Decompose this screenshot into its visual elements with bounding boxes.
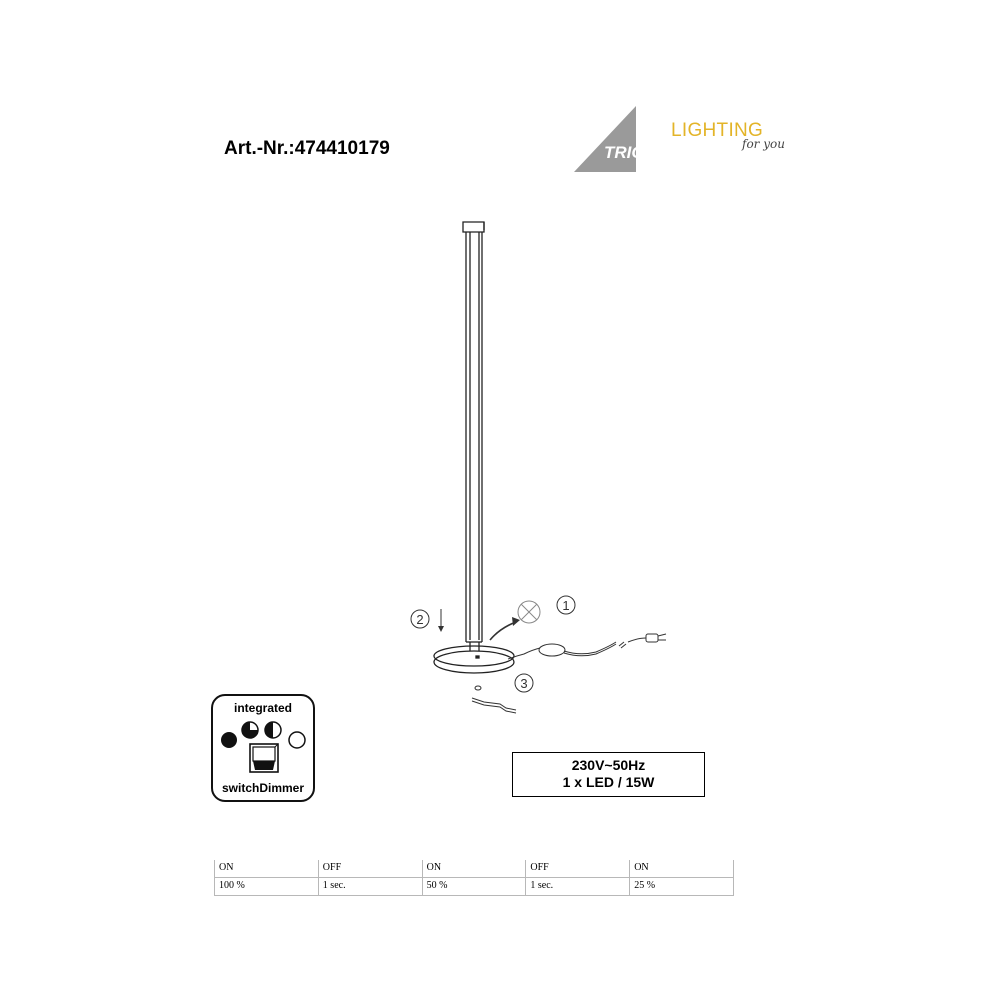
voltage-spec: 230V~50Hz [571,757,646,773]
switch-icon [249,743,279,773]
sequence-value-cell: 1 sec. [525,877,631,896]
integrated-switch-dimmer-badge: integrated switchDimmer [211,694,315,802]
dimmer-sequence-table: ON OFF ON OFF ON 100 % 1 sec. 50 % 1 sec… [214,860,734,896]
power-spec: 1 x LED / 15W [562,774,655,790]
logo-tagline: for you [742,137,785,151]
power-cable [507,633,667,660]
trio-lighting-logo: TRIO LIGHTING for you [572,104,812,176]
foot-switch [538,643,566,657]
sequence-header-cell: ON [629,860,734,878]
logo-lighting-text: LIGHTING [671,120,764,141]
step-1-marker: 1 [489,595,576,641]
step-3-label: 3 [520,676,527,691]
electrical-specs-box: 230V~50Hz 1 x LED / 15W [512,752,705,797]
lamp-base [433,642,515,674]
sequence-header-cell: ON [214,860,319,878]
sequence-value-cell: 100 % [214,877,319,896]
sequence-header-cell: OFF [317,860,423,878]
badge-switch-dimmer-label: switchDimmer [221,781,305,795]
sequence-value-cell: 1 sec. [317,877,423,896]
step-1-label: 1 [562,598,569,613]
floor-lamp-assembly-drawing: 2 1 3 [410,221,667,714]
sequence-value-cell: 50 % [421,877,527,896]
sequence-value-cell: 25 % [629,877,734,896]
sequence-header-row: ON OFF ON OFF ON [214,860,734,878]
logo-triangle-icon [574,106,636,172]
article-number: Art.-Nr.:474410179 [224,138,390,159]
badge-integrated-label: integrated [233,701,292,715]
sequence-header-cell: OFF [525,860,631,878]
step-3-marker: 3 [471,673,534,714]
sequence-value-row: 100 % 1 sec. 50 % 1 sec. 25 % [214,877,734,896]
sequence-header-cell: ON [421,860,527,878]
lamp-column [462,221,485,643]
step-2-label: 2 [416,612,423,627]
logo-trio-text: TRIO [604,143,645,162]
step-2-marker: 2 [410,609,444,632]
dimmer-levels-icon [221,721,306,773]
